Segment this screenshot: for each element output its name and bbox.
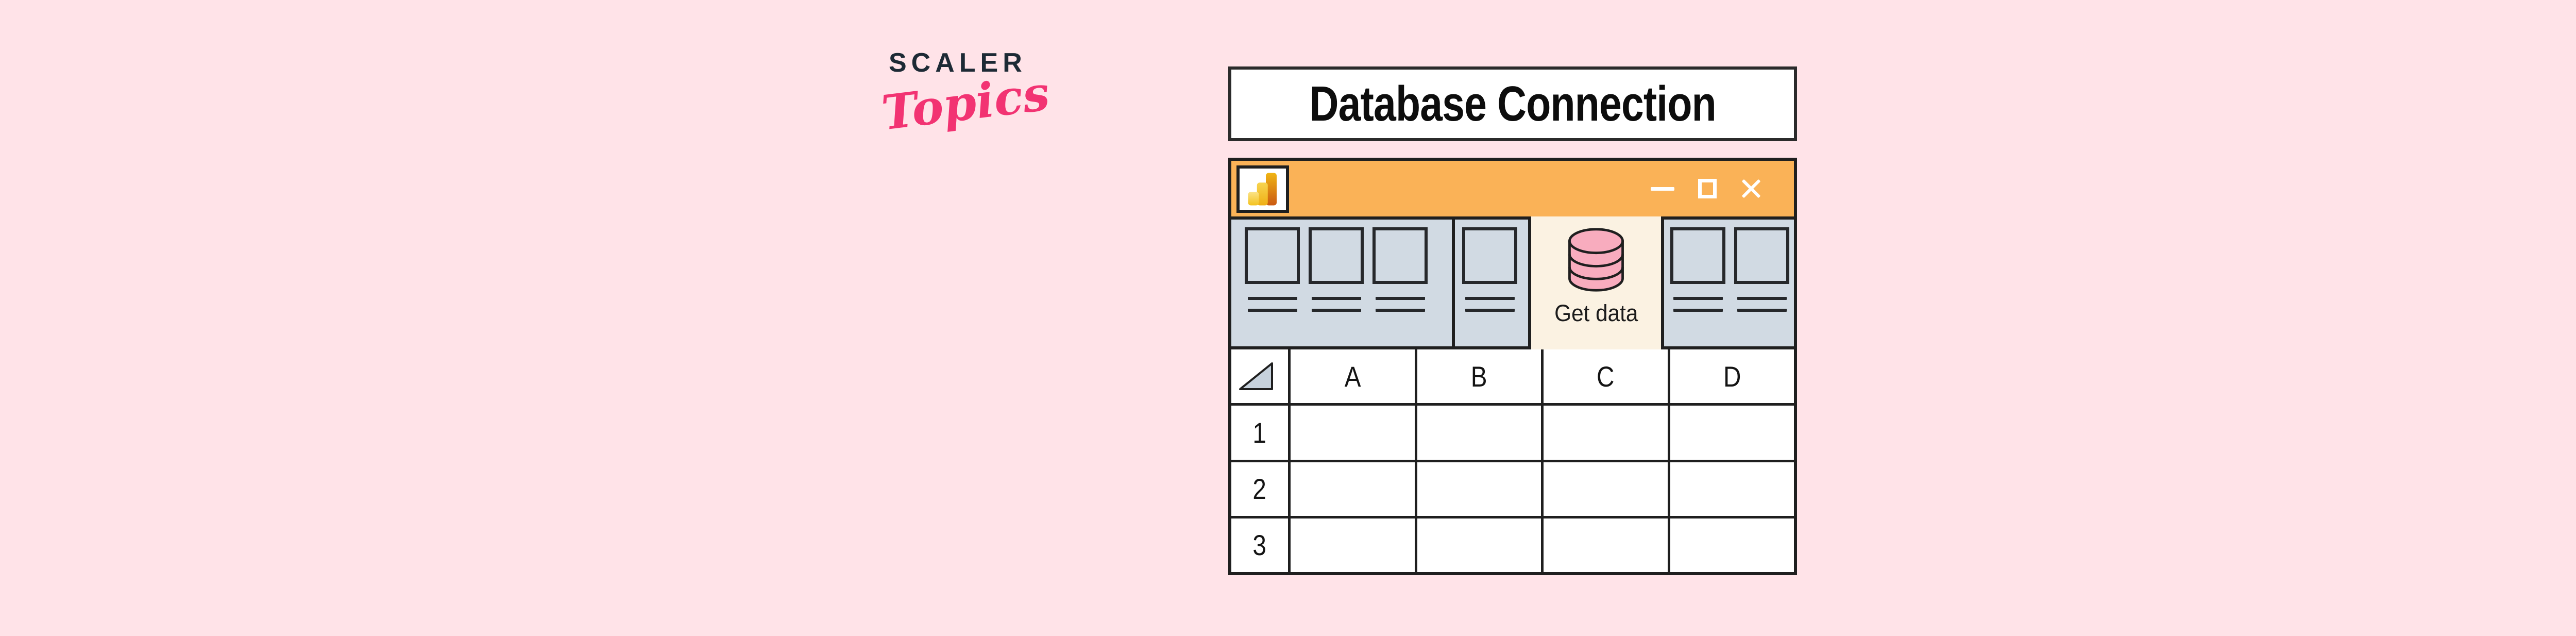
placeholder-icon [1462, 227, 1517, 284]
ribbon-group-1 [1231, 220, 1452, 346]
select-all-triangle-icon [1239, 362, 1273, 391]
get-data-label: Get data [1554, 300, 1638, 326]
ribbon-group-2 [1452, 220, 1528, 346]
placeholder-icon [1245, 227, 1300, 284]
ribbon-placeholder-button[interactable] [1734, 227, 1789, 346]
logo-primary-text: SCALER [889, 48, 1027, 78]
close-icon [1740, 178, 1762, 199]
scaler-topics-logo: SCALER Topics [879, 47, 1053, 141]
column-header-d[interactable]: D [1670, 349, 1794, 404]
grid-cell-a1[interactable] [1291, 406, 1415, 460]
window-controls [1651, 161, 1762, 216]
row-header-1[interactable]: 1 [1231, 406, 1288, 460]
row-header-2[interactable]: 2 [1231, 462, 1288, 516]
ribbon-placeholder-button[interactable] [1670, 227, 1725, 346]
ribbon-placeholder-button[interactable] [1462, 227, 1517, 346]
ribbon-placeholder-button[interactable] [1372, 227, 1428, 346]
grid-cell-d2[interactable] [1670, 462, 1794, 516]
grid-cell-a2[interactable] [1291, 462, 1415, 516]
ribbon: Get data [1231, 216, 1794, 349]
minimize-button[interactable] [1651, 187, 1674, 191]
placeholder-icon [1372, 227, 1428, 284]
ribbon-group-3 [1664, 220, 1794, 346]
column-header-c[interactable]: C [1544, 349, 1668, 404]
page-title: Database Connection [1309, 76, 1716, 131]
maximize-button[interactable] [1698, 179, 1717, 198]
grid-cell-d1[interactable] [1670, 406, 1794, 460]
ribbon-placeholder-button[interactable] [1245, 227, 1300, 346]
select-all-cell[interactable] [1231, 349, 1288, 404]
column-header-b[interactable]: B [1417, 349, 1541, 404]
grid-cell-b2[interactable] [1417, 462, 1541, 516]
grid-cell-c2[interactable] [1544, 462, 1668, 516]
maximize-icon [1698, 179, 1717, 198]
placeholder-icon [1734, 227, 1789, 284]
close-button[interactable] [1740, 178, 1762, 199]
row-header-3[interactable]: 3 [1231, 518, 1288, 572]
grid-cell-c3[interactable] [1544, 518, 1668, 572]
column-header-a[interactable]: A [1291, 349, 1415, 404]
placeholder-icon [1309, 227, 1364, 284]
grid-cell-d3[interactable] [1670, 518, 1794, 572]
power-bi-icon [1236, 165, 1289, 213]
app-window: Get data A B C D 1 [1228, 158, 1797, 575]
grid-cell-b1[interactable] [1417, 406, 1541, 460]
minimize-icon [1651, 187, 1674, 191]
placeholder-icon [1670, 227, 1725, 284]
page-title-box: Database Connection [1228, 66, 1797, 141]
grid-cell-b3[interactable] [1417, 518, 1541, 572]
grid-cell-a3[interactable] [1291, 518, 1415, 572]
ribbon-placeholder-button[interactable] [1309, 227, 1364, 346]
grid-cell-c1[interactable] [1544, 406, 1668, 460]
get-data-button[interactable]: Get data [1528, 216, 1664, 349]
logo-secondary-text: Topics [878, 65, 1053, 141]
window-titlebar[interactable] [1231, 161, 1794, 216]
spreadsheet-grid: A B C D 1 2 3 [1231, 349, 1794, 572]
database-icon [1566, 228, 1626, 293]
